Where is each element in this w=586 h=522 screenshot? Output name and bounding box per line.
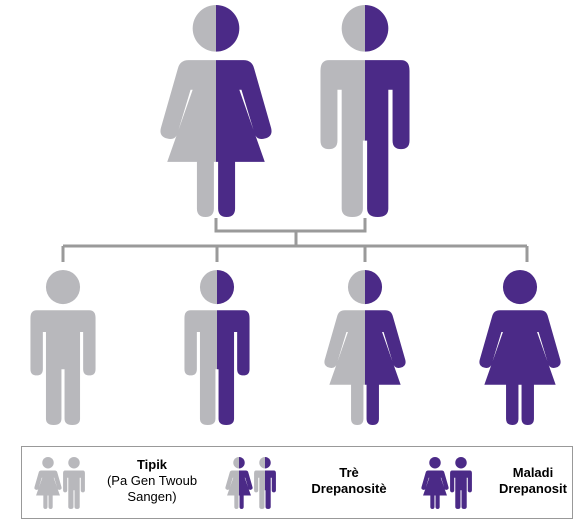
legend-carrier-title-2: Drepanositè bbox=[311, 481, 387, 496]
parent-father-figure bbox=[320, 5, 410, 217]
legend-typical-icon bbox=[34, 457, 85, 509]
child-3-carrier-figure bbox=[324, 270, 406, 425]
inheritance-diagram bbox=[30, 5, 561, 425]
legend-entry-disease: Maladi Drepanosit bbox=[407, 447, 572, 518]
legend-disease-title-1: Maladi bbox=[512, 465, 554, 480]
child-1-typical-figure bbox=[30, 270, 96, 425]
legend-typical-subtitle-2: Sangen) bbox=[127, 489, 177, 504]
legend-disease-icon bbox=[421, 457, 472, 509]
legend-typical-title: Tipik bbox=[136, 457, 168, 472]
pedigree-connector bbox=[61, 218, 529, 262]
legend: Tipik (Pa Gen Twoub Sangen) Trè Drepanos… bbox=[21, 446, 573, 519]
legend-carrier-icon bbox=[225, 457, 276, 509]
legend-disease-title-2: Drepanosit bbox=[499, 481, 567, 496]
legend-entry-carrier: Trè Drepanositè bbox=[217, 447, 397, 518]
child-4-disease-figure bbox=[479, 270, 561, 425]
legend-entry-typical: Tipik (Pa Gen Twoub Sangen) bbox=[22, 447, 212, 518]
legend-carrier-title-1: Trè bbox=[339, 465, 359, 480]
child-2-carrier-figure bbox=[184, 270, 250, 425]
parent-mother-figure bbox=[160, 5, 272, 217]
legend-typical-subtitle-1: (Pa Gen Twoub bbox=[106, 473, 198, 488]
